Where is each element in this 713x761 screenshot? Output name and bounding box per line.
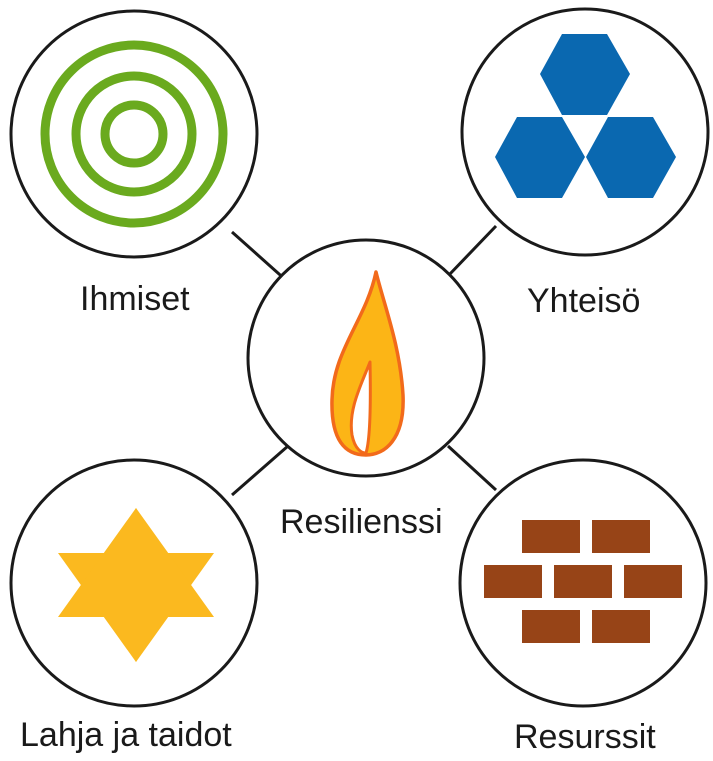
- connector-people: [231, 230, 289, 284]
- connector-resources: [446, 444, 498, 492]
- connector-community: [446, 224, 498, 278]
- star-icon: [58, 508, 214, 662]
- hexagons-icon: [495, 34, 676, 198]
- people-label: Ihmiset: [80, 280, 190, 318]
- brick-wall-icon: [484, 520, 682, 643]
- concentric-rings-icon: [40, 40, 228, 228]
- connector-gifts: [231, 444, 289, 497]
- flame-icon: [330, 270, 405, 457]
- community-label: Yhteisö: [527, 282, 641, 320]
- resources-label: Resurssit: [514, 718, 656, 756]
- gifts-and-skills-label: Lahja ja taidot: [20, 716, 232, 754]
- resilience-label: Resilienssi: [280, 503, 443, 541]
- connectors: [231, 224, 498, 497]
